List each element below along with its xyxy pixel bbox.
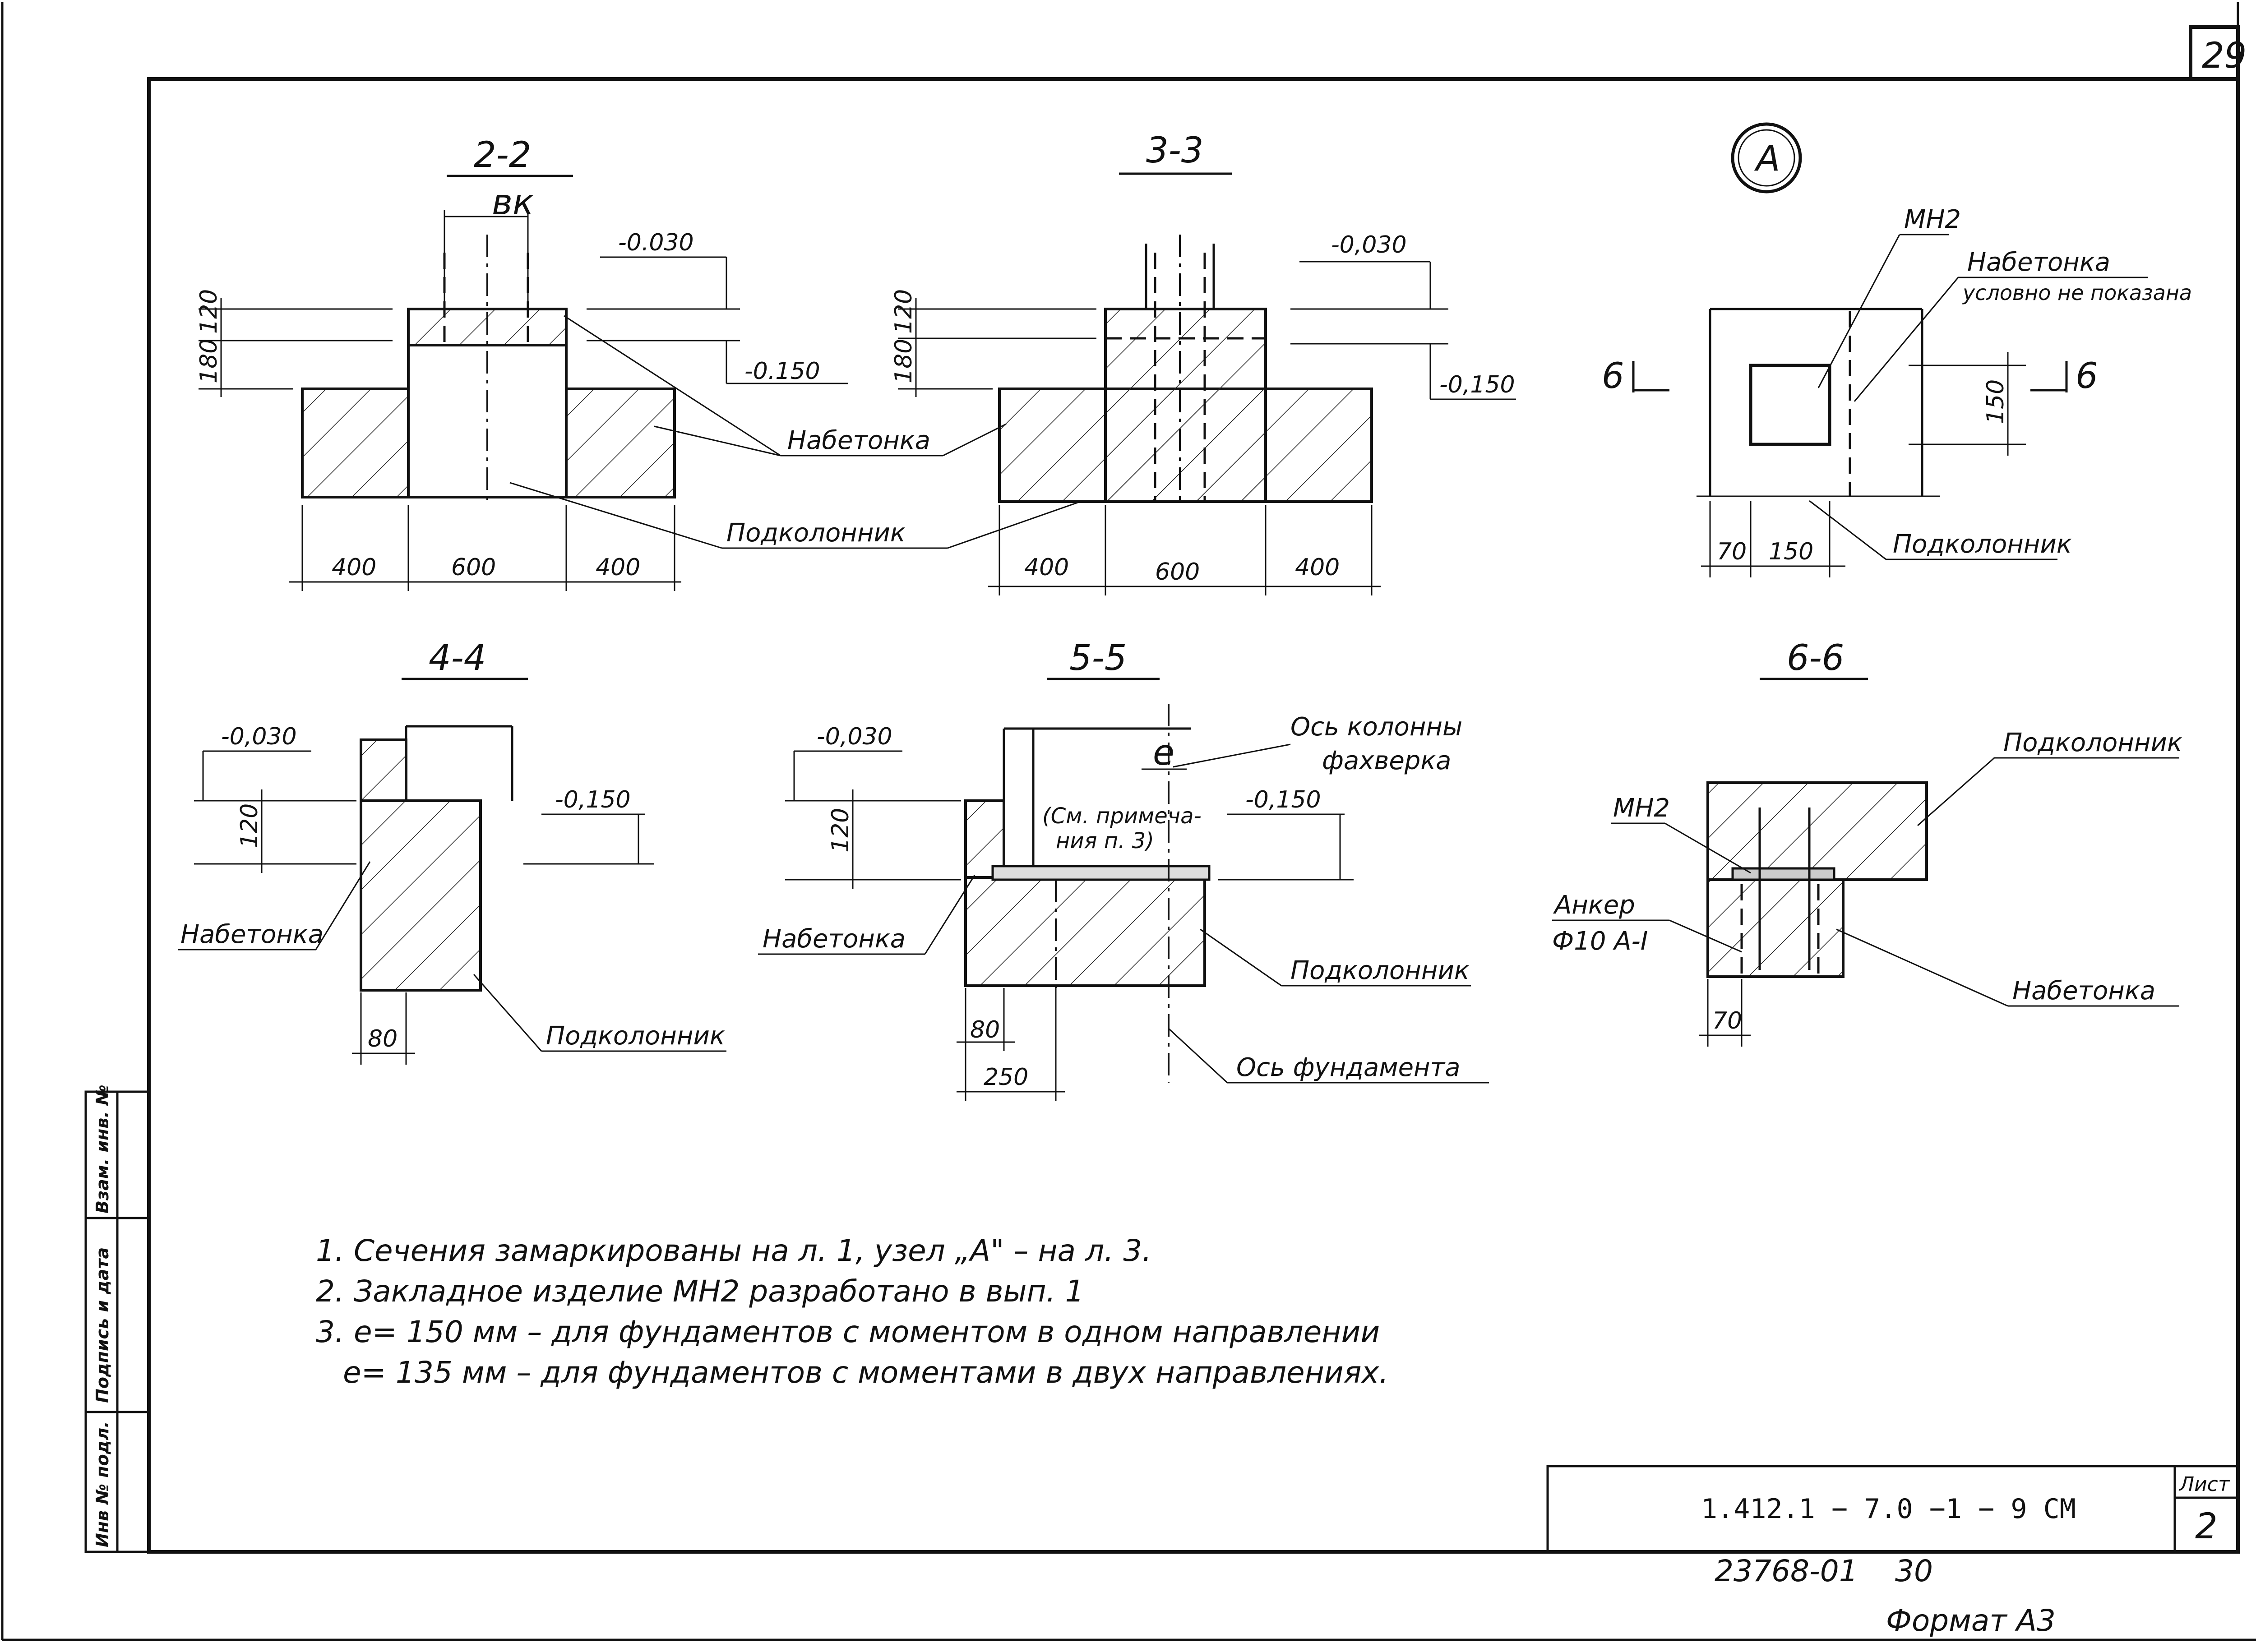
s55-axis-foundation: Ось фундамента [1236,1053,1461,1082]
svg-text:Ф10 А-I: Ф10 А-I [1552,927,1648,956]
node-a-mn2: МН2 [1904,205,1961,234]
drawing-frame [147,77,2240,1554]
node-a-not-shown: условно не показана [1962,281,2192,305]
sheet-number: 2 [2195,1506,2218,1547]
section-4-4-title: 4-4 [429,638,486,678]
svg-text:70: 70 [1717,538,1747,565]
s55-level-top: -0,030 [817,723,892,750]
svg-text:400: 400 [332,554,376,581]
s33-level-low: -0,150 [1439,371,1515,398]
section-6-6-title: 6-6 [1787,638,1844,678]
s66-mn2: МН2 [1613,794,1670,823]
section-2-2: 2-2 вк 120 180 -0.030 -0.150 40 [195,135,1083,591]
section-3-3: 3-3 120 180 -0,030 -0,150 400 600 400 [890,130,1516,595]
svg-text:80: 80 [368,1025,398,1052]
s55-podkolonnik: Подколонник [1290,956,1470,985]
s55-axis-column: Ось колонны [1290,712,1462,742]
node-a-podkolonnik: Подколонник [1893,530,2072,559]
svg-text:400: 400 [1295,554,1340,581]
section-4-4: 4-4 -0,030 120 -0,150 Набетонка 80 Подко… [178,638,726,1065]
section-6-6: 6-6 Подколонник МН2 Анкер Ф10 А-I Набето… [1552,638,2182,1047]
note-1: 1. Сечения замаркированы на л. 1, узел „… [316,1233,1151,1268]
s44-podkolonnik: Подколонник [546,1021,725,1051]
s44-level-low: -0,150 [555,786,631,813]
note-2: 2. Закладное изделие МН2 разработано в в… [316,1274,1084,1309]
s22-level-top: -0.030 [618,229,694,256]
svg-text:120: 120 [236,803,263,848]
s33-level-top: -0,030 [1331,231,1407,258]
note-3b: е= 135 мм – для фундаментов с моментами … [343,1355,1388,1390]
svg-text:80: 80 [970,1016,1000,1043]
svg-text:6: 6 [1602,356,1624,397]
s22-nabetonka-label: Набетонка [787,426,930,455]
node-a: А МН2 Набетонка условно не показана 6 6 … [1602,122,2192,577]
side-stamp-2: Подпись и дата [92,1247,112,1403]
inventory-page: 30 [1895,1554,1933,1588]
svg-text:(См. примеча-: (См. примеча- [1042,803,1202,829]
s55-nabetonka: Набетонка [763,924,906,954]
s22-level-low: -0.150 [744,358,820,385]
side-stamp-1: Взам. инв. № [92,1084,112,1214]
notes: 1. Сечения замаркированы на л. 1, узел „… [316,1233,1388,1390]
svg-text:150: 150 [1982,379,2009,424]
title-block: 1.412.1 − 7.0 −1 − 9 СМ Лист 2 23768-01 … [1546,1465,2239,1638]
s55-level-low: -0,150 [1245,786,1321,813]
s66-podkolonnik: Подколонник [2003,728,2182,757]
svg-text:400: 400 [1024,554,1069,581]
node-a-marker: А [1754,138,1780,179]
section-3-3-title: 3-3 [1146,130,1203,171]
svg-text:600: 600 [1155,558,1200,586]
sheet-code: 1.412.1 − 7.0 −1 − 9 СМ [1701,1493,2076,1525]
s66-anchor: Анкер [1553,891,1635,920]
svg-text:400: 400 [596,554,640,581]
svg-text:180: 180 [890,339,917,383]
section-2-2-title: 2-2 [474,135,531,175]
s22-podkolonnik-label: Подколонник [726,518,906,548]
s66-nabetonka: Набетонка [2012,976,2155,1006]
svg-text:180: 180 [195,339,222,383]
svg-text:6: 6 [2076,356,2098,397]
page-number-box [2189,25,2240,81]
svg-text:70: 70 [1712,1007,1742,1034]
inventory-number: 23768-01 [1715,1554,1858,1588]
svg-text:250: 250 [984,1064,1028,1091]
svg-text:120: 120 [195,289,222,334]
sheet-label: Лист [2178,1473,2230,1496]
format-label: Формат А3 [1886,1603,2056,1638]
svg-text:600: 600 [451,554,496,581]
svg-text:150: 150 [1769,538,1813,565]
note-3: 3. е= 150 мм – для фундаментов с моменто… [316,1315,1380,1349]
svg-text:120: 120 [890,289,917,334]
s55-e: е [1153,733,1174,773]
s44-level-top: -0,030 [221,723,297,750]
side-stamp: Взам. инв. № Подпись и дата Инв № подл. [84,1084,150,1553]
page-number: 29 [2202,36,2247,76]
section-5-5: 5-5 е (См. примеча- ния п. 3) Ось колонн… [758,638,1489,1101]
svg-text:ния п. 3): ния п. 3) [1056,828,1154,854]
side-stamp-3: Инв № подл. [92,1421,112,1547]
node-a-nabetonka: Набетонка [1967,248,2110,277]
s44-nabetonka: Набетонка [180,920,324,949]
svg-text:120: 120 [827,808,854,853]
section-5-5-title: 5-5 [1069,638,1127,678]
svg-text:фахверка: фахверка [1322,746,1451,775]
